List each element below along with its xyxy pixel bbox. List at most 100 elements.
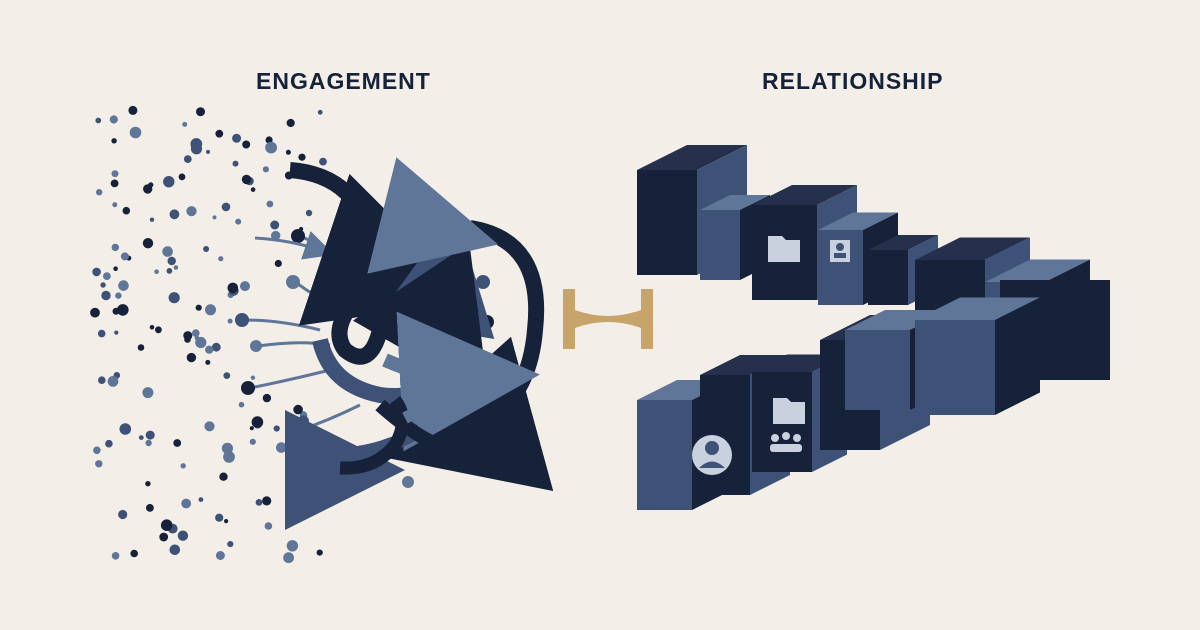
scatter-dot bbox=[215, 513, 224, 522]
scatter-dot bbox=[195, 336, 207, 349]
scatter-dot bbox=[112, 202, 118, 208]
scatter-dot bbox=[223, 451, 235, 463]
scatter-dot bbox=[113, 266, 118, 272]
scatter-dot bbox=[95, 460, 103, 468]
scatter-dot bbox=[262, 393, 272, 403]
scatter-dot bbox=[122, 206, 131, 215]
scatter-dot bbox=[212, 215, 217, 220]
scatter-dot bbox=[100, 282, 106, 288]
scatter-dot bbox=[168, 292, 180, 304]
scatter-dot bbox=[218, 256, 224, 262]
scatter-dot bbox=[205, 304, 216, 316]
scatter-dot bbox=[167, 256, 176, 266]
scatter-dot bbox=[101, 290, 111, 301]
scatter-dot bbox=[173, 439, 182, 447]
scatter-dot bbox=[298, 153, 306, 161]
scatter-dot bbox=[183, 331, 193, 341]
scatter-dot bbox=[313, 500, 319, 507]
scatter-dot bbox=[90, 307, 100, 318]
scatter-dot bbox=[149, 325, 155, 330]
scatter-dot bbox=[178, 173, 186, 181]
scatter-dot bbox=[109, 115, 118, 124]
scatter-dot bbox=[286, 540, 299, 552]
scatter-dot bbox=[146, 504, 154, 512]
scatter-dot bbox=[137, 344, 145, 351]
scatter-dot bbox=[155, 326, 162, 334]
scatter-dot bbox=[119, 423, 132, 435]
scatter-dot bbox=[271, 230, 281, 241]
scatter-dot bbox=[117, 304, 129, 316]
scatter-dot bbox=[238, 401, 245, 408]
scatter-dot bbox=[255, 499, 263, 506]
scatter-dot bbox=[186, 206, 197, 217]
scatter-dot bbox=[206, 149, 210, 154]
scatter-dot bbox=[105, 439, 113, 448]
scatter-dot bbox=[92, 267, 101, 277]
node-lines bbox=[235, 199, 494, 488]
scatter-dot bbox=[110, 179, 119, 188]
scatter-dot bbox=[169, 209, 180, 220]
scatter-dot bbox=[250, 187, 256, 192]
scatter-dot bbox=[154, 269, 159, 275]
curved-arrows bbox=[285, 157, 554, 530]
scatter-dot bbox=[204, 421, 215, 432]
scatter-dot bbox=[111, 138, 117, 144]
scatter-dot bbox=[142, 238, 154, 249]
scatter-dot bbox=[274, 259, 282, 268]
scatter-dot bbox=[262, 166, 269, 173]
folder-icon bbox=[768, 236, 800, 262]
cube bbox=[915, 297, 1040, 415]
engagement-title: ENGAGEMENT bbox=[256, 68, 431, 94]
scatter-dot bbox=[265, 141, 277, 154]
scatter-dot bbox=[192, 329, 200, 337]
scatter-dot bbox=[227, 318, 233, 324]
scatter-dot bbox=[232, 133, 242, 143]
scatter-dot bbox=[160, 519, 173, 531]
scatter-dot bbox=[173, 265, 179, 270]
scatter-dot bbox=[180, 463, 186, 469]
scatter-dot bbox=[235, 218, 242, 225]
scatter-dot bbox=[95, 117, 102, 124]
scatter-dot bbox=[186, 352, 197, 363]
scatter-dot bbox=[250, 375, 256, 380]
scatter-dot bbox=[227, 282, 239, 294]
scatter-dot bbox=[182, 121, 188, 127]
folder-icon bbox=[773, 398, 805, 424]
scatter-dot bbox=[283, 552, 294, 564]
scatter-dot bbox=[107, 376, 119, 387]
scatter-dot bbox=[270, 220, 280, 230]
scatter-dot bbox=[232, 160, 239, 167]
scatter-dot bbox=[118, 509, 128, 520]
scatter-dot bbox=[162, 246, 173, 257]
scatter-dot bbox=[251, 416, 264, 428]
scatter-dot bbox=[316, 549, 323, 556]
scatter-dot bbox=[224, 519, 229, 524]
scatter-dot bbox=[115, 292, 122, 299]
scatter-dot bbox=[223, 372, 231, 379]
scatter-dot bbox=[215, 129, 224, 138]
cube-blocks bbox=[637, 145, 1110, 510]
scatter-dot bbox=[98, 376, 106, 385]
relationship-title: RELATIONSHIP bbox=[762, 68, 944, 94]
scatter-dot bbox=[221, 442, 233, 454]
scatter-dot bbox=[221, 202, 231, 212]
scatter-dot bbox=[149, 217, 155, 222]
scatter-dot bbox=[114, 330, 119, 335]
scatter-dot bbox=[111, 552, 120, 560]
scatter-dot bbox=[293, 404, 303, 415]
scatter-dot bbox=[120, 252, 129, 261]
scatter-dot bbox=[297, 415, 309, 427]
scatter-dot bbox=[96, 189, 103, 196]
scatter-dot bbox=[273, 425, 280, 432]
scatter-dot bbox=[285, 149, 291, 155]
scatter-dot bbox=[118, 280, 129, 291]
scatter-dot bbox=[262, 496, 272, 506]
scatter-dot bbox=[241, 174, 252, 185]
scatter-dot bbox=[166, 268, 173, 274]
scatter-dot bbox=[93, 446, 101, 455]
scatter-dot bbox=[286, 118, 295, 128]
scatter-dot bbox=[203, 246, 210, 252]
scatter-dot bbox=[181, 498, 192, 509]
scatter-dot bbox=[317, 109, 323, 115]
